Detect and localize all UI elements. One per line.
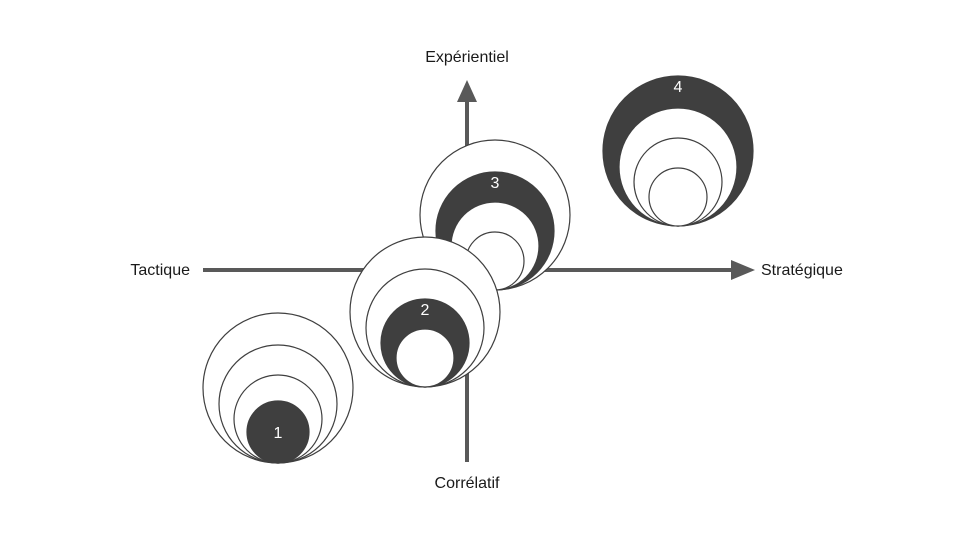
axis-label-experiential: Expérientiel — [425, 49, 509, 66]
axis-label-strategic: Stratégique — [761, 262, 843, 279]
stage-1-number: 1 — [274, 425, 283, 442]
stage-1-ring-4 — [246, 400, 310, 464]
stage-2-number: 2 — [421, 302, 430, 319]
stage-4-group: 4 — [602, 75, 754, 227]
stage-circles: 1 3 2 4 — [202, 75, 754, 464]
axis-label-correlative: Corrélatif — [434, 475, 500, 492]
up-arrow-head — [457, 80, 477, 102]
stage-1-group: 1 — [202, 312, 354, 464]
axis-label-tactical: Tactique — [130, 262, 190, 279]
stage-2-group: 2 — [349, 236, 501, 388]
stage-3-number: 3 — [491, 175, 500, 192]
right-arrow-head — [731, 260, 755, 280]
stage-4-number: 4 — [674, 79, 683, 96]
stage-2-ring-4 — [395, 328, 455, 388]
stage-4-ring-4 — [648, 167, 708, 227]
